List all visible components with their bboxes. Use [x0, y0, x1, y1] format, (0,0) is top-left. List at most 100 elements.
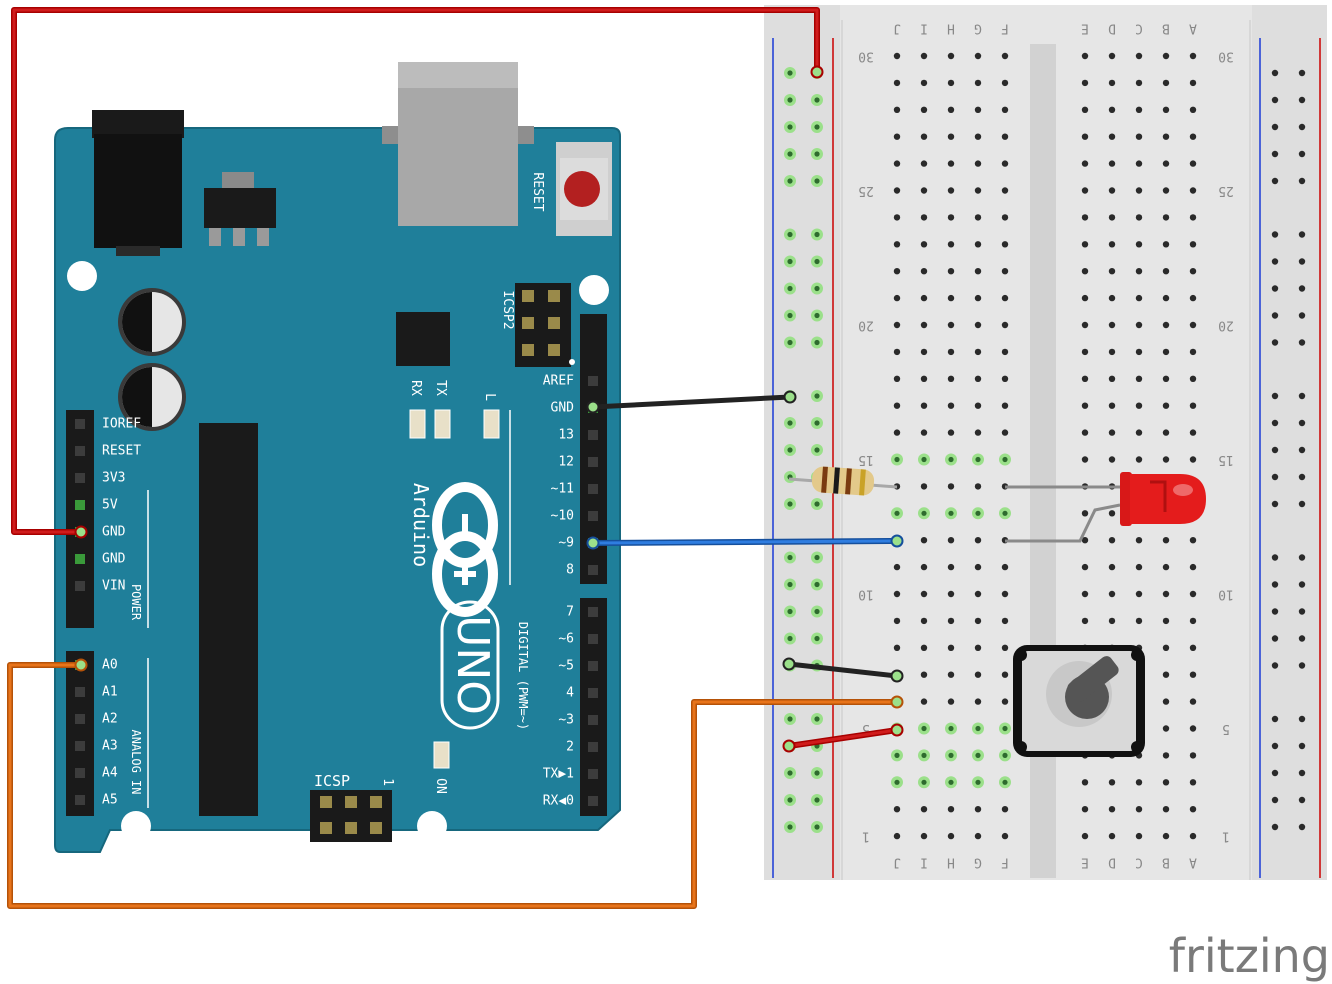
- wire-endpoint: [586, 536, 600, 550]
- breadboard-hole: [974, 241, 982, 248]
- breadboard-hole: [1189, 241, 1197, 248]
- breadboard-hole: [1001, 698, 1009, 705]
- breadboard-hole: [920, 294, 928, 302]
- breadboard-hole: [1189, 698, 1197, 705]
- breadboard-hole: [1162, 429, 1170, 436]
- breadboard-hole: [1108, 106, 1116, 114]
- mounting-hole: [417, 811, 447, 841]
- breadboard-hole: [920, 241, 928, 248]
- breadboard-hole: [1162, 590, 1170, 598]
- breadboard-hole: [947, 375, 955, 382]
- breadboard-hole: [1108, 456, 1116, 463]
- breadboard-hole: [1162, 752, 1170, 759]
- breadboard-hole: [1162, 106, 1170, 114]
- analog-pin-label: A3: [102, 739, 118, 754]
- arduino-uno-board: RESET ICSP2 RX TX L ON: [54, 62, 621, 853]
- breadboard-hole: [1135, 52, 1143, 60]
- arduino-wordmark: Arduino: [409, 483, 433, 567]
- breadboard-hole: [1108, 79, 1116, 87]
- digital-pin-label: ~11: [551, 482, 574, 497]
- breadboard-hole: [1189, 294, 1197, 302]
- column-letter: E: [1081, 21, 1089, 36]
- reset-button[interactable]: [556, 142, 612, 236]
- rail-hole: [1271, 500, 1279, 508]
- breadboard-hole: [1189, 456, 1197, 463]
- breadboard-hole: [1189, 806, 1197, 813]
- breadboard-hole: [920, 268, 928, 275]
- column-letter: J: [893, 21, 901, 36]
- breadboard-hole: [893, 241, 901, 248]
- wire-endpoint: [782, 657, 796, 671]
- breadboard-hole: [1189, 537, 1197, 544]
- breadboard-hole: [1189, 832, 1197, 840]
- breadboard-hole: [1162, 214, 1170, 221]
- pin-socket: [588, 511, 598, 521]
- breadboard-hole: [947, 133, 955, 140]
- rail-hole: [1271, 662, 1279, 669]
- breadboard-hole: [1081, 806, 1089, 813]
- rail-hole: [1271, 769, 1279, 777]
- rail-hole: [1271, 312, 1279, 319]
- breadboard-hole: [1189, 779, 1197, 786]
- pin-labels: AREFGND1312~11~10~987~6~54~32TX▶1RX◀0IOR…: [102, 374, 574, 809]
- breadboard-hole: [1001, 133, 1009, 140]
- breadboard-hole: [974, 160, 982, 167]
- breadboard-hole: [1001, 187, 1009, 194]
- breadboard-hole: [920, 698, 928, 705]
- breadboard-hole: [920, 321, 928, 329]
- breadboard-hole: [893, 160, 901, 167]
- row-number: 25: [858, 183, 874, 198]
- wire-endpoint: [890, 723, 904, 737]
- breadboard-hole: [1001, 214, 1009, 221]
- breadboard-hole: [920, 671, 928, 678]
- rail-hole: [1271, 473, 1279, 481]
- breadboard-hole: [920, 644, 928, 651]
- row-number: 30: [1218, 49, 1234, 64]
- pot-gnd-wire: [788, 661, 898, 679]
- breadboard-hole: [947, 79, 955, 87]
- l-label: L: [482, 393, 497, 401]
- breadboard-hole: [974, 698, 982, 705]
- rail-hole: [1298, 446, 1306, 454]
- rail-hole: [1271, 635, 1279, 642]
- rail-hole: [1298, 554, 1306, 561]
- breadboard-hole: [1081, 375, 1089, 382]
- breadboard-hole: [1001, 79, 1009, 87]
- breadboard-hole: [947, 402, 955, 409]
- breadboard-hole: [974, 563, 982, 571]
- atmega328-chip: [199, 423, 258, 816]
- pin-socket: [75, 554, 85, 564]
- wire-endpoint: [810, 65, 824, 79]
- breadboard-hole: [974, 321, 982, 329]
- breadboard-hole: [1081, 429, 1089, 436]
- row-number: 15: [1218, 452, 1234, 467]
- power-pin-label: RESET: [102, 444, 141, 459]
- breadboard-hole: [1081, 510, 1089, 517]
- breadboard-hole: [1162, 644, 1170, 651]
- breadboard-hole: [920, 537, 928, 544]
- digital-pin-label: RX◀0: [543, 794, 574, 809]
- pin-socket: [75, 687, 85, 697]
- breadboard-hole: [893, 348, 901, 356]
- digital-pin-label: 8: [566, 563, 574, 578]
- breadboard-hole: [947, 106, 955, 114]
- breadboard-hole: [1108, 590, 1116, 598]
- pin-socket: [588, 688, 598, 698]
- breadboard-hole: [1001, 832, 1009, 840]
- board-pcb: [54, 127, 621, 853]
- rail-hole: [1271, 419, 1279, 427]
- breadboard-hole: [1162, 563, 1170, 571]
- breadboard-hole: [1135, 590, 1143, 598]
- breadboard-hole: [1108, 321, 1116, 329]
- breadboard-hole: [974, 402, 982, 409]
- breadboard-hole: [1189, 52, 1197, 60]
- breadboard-hole: [1162, 671, 1170, 678]
- column-letter: J: [893, 855, 901, 870]
- pin-socket: [75, 500, 85, 510]
- rail-hole: [1271, 796, 1279, 804]
- digital-header-bottom: [580, 598, 607, 816]
- rail-hole: [1298, 231, 1306, 238]
- dc-power-jack: [92, 110, 184, 256]
- breadboard-hole: [947, 832, 955, 840]
- rail-hole: [1298, 312, 1306, 319]
